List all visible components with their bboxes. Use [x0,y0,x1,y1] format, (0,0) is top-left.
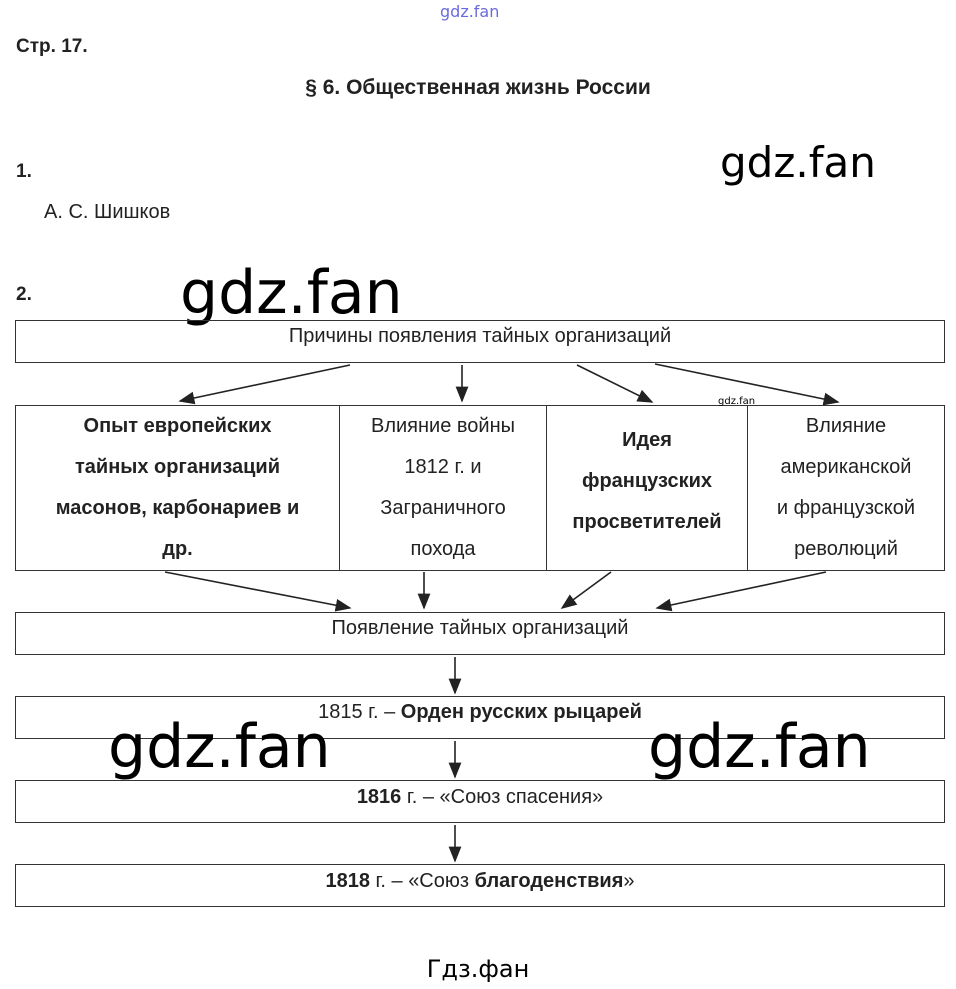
org-box: 1818 г. – «Союз благоденствия» [15,864,945,907]
cause-line: просветителей [572,511,722,533]
watermark: gdz.fan [440,2,500,21]
cause-line: Влияние [805,415,887,437]
cause-line: масонов, карбонариев и [55,497,300,519]
watermark: gdz.fan [720,138,876,187]
causes-row: Опыт европейских тайных организаций масоно… [15,405,945,571]
cause-line: Влияние войны [370,415,516,437]
cause-cell: Идея французских просветителей [547,406,748,570]
cause-line: Опыт европейских [83,415,272,437]
result-box: Появление тайных организаций [15,612,945,655]
arrow [560,571,612,609]
watermark: gdz.fan [718,396,756,407]
page-title: § 6. Общественная жизнь России [305,76,651,99]
watermark: gdz.fan [108,712,331,782]
watermark: gdz.fan [180,258,403,328]
arrow [655,571,827,612]
arrow [178,364,351,405]
answer-text: А. С. Шишков [44,201,171,223]
root-text: Причины появления тайных организаций [288,325,672,347]
cause-cell: Влияние войны 1812 г. и Заграничного похода [340,406,547,570]
watermark: gdz.fan [648,712,871,782]
org-name: Орден русских рыцарей [400,701,642,723]
watermark: Гдз.фан [426,955,530,983]
cause-line: французских [581,470,713,492]
cause-line: похода [410,538,476,560]
cause-cell: Опыт европейских тайных организаций масоно… [16,406,340,570]
result-text: Появление тайных организаций [331,617,629,639]
org-text: г. – «Союз [369,870,475,892]
cause-cell: Влияние американской и французской революци… [748,406,944,570]
cause-line: революций [794,538,898,560]
org-name: г. – «Союз спасения» [401,786,604,808]
org-year: 1818 [325,870,370,892]
cause-line: и французской [776,497,916,519]
arrow [164,571,352,612]
cause-line: Заграничного [380,497,506,519]
cause-line: 1812 г. и [404,456,482,478]
org-name: благоденствия [474,870,624,892]
root-box: Причины появления тайных организаций [15,320,945,363]
org-year: 1815 г. – [318,701,401,723]
org-box: 1815 г. – Орден русских рыцарей [15,696,945,739]
cause-line: тайных организаций [75,456,280,478]
org-text: » [623,870,635,892]
task-number: 2. [16,284,32,305]
arrow [576,364,654,403]
org-box: 1816 г. – «Союз спасения» [15,780,945,823]
cause-line: др. [162,538,193,560]
cause-line: Идея [622,429,672,451]
cause-line: американской [780,456,912,478]
page-label: Стр. 17. [16,36,88,57]
org-year: 1816 [356,786,402,808]
task-number: 1. [16,161,32,182]
arrow [654,363,840,406]
